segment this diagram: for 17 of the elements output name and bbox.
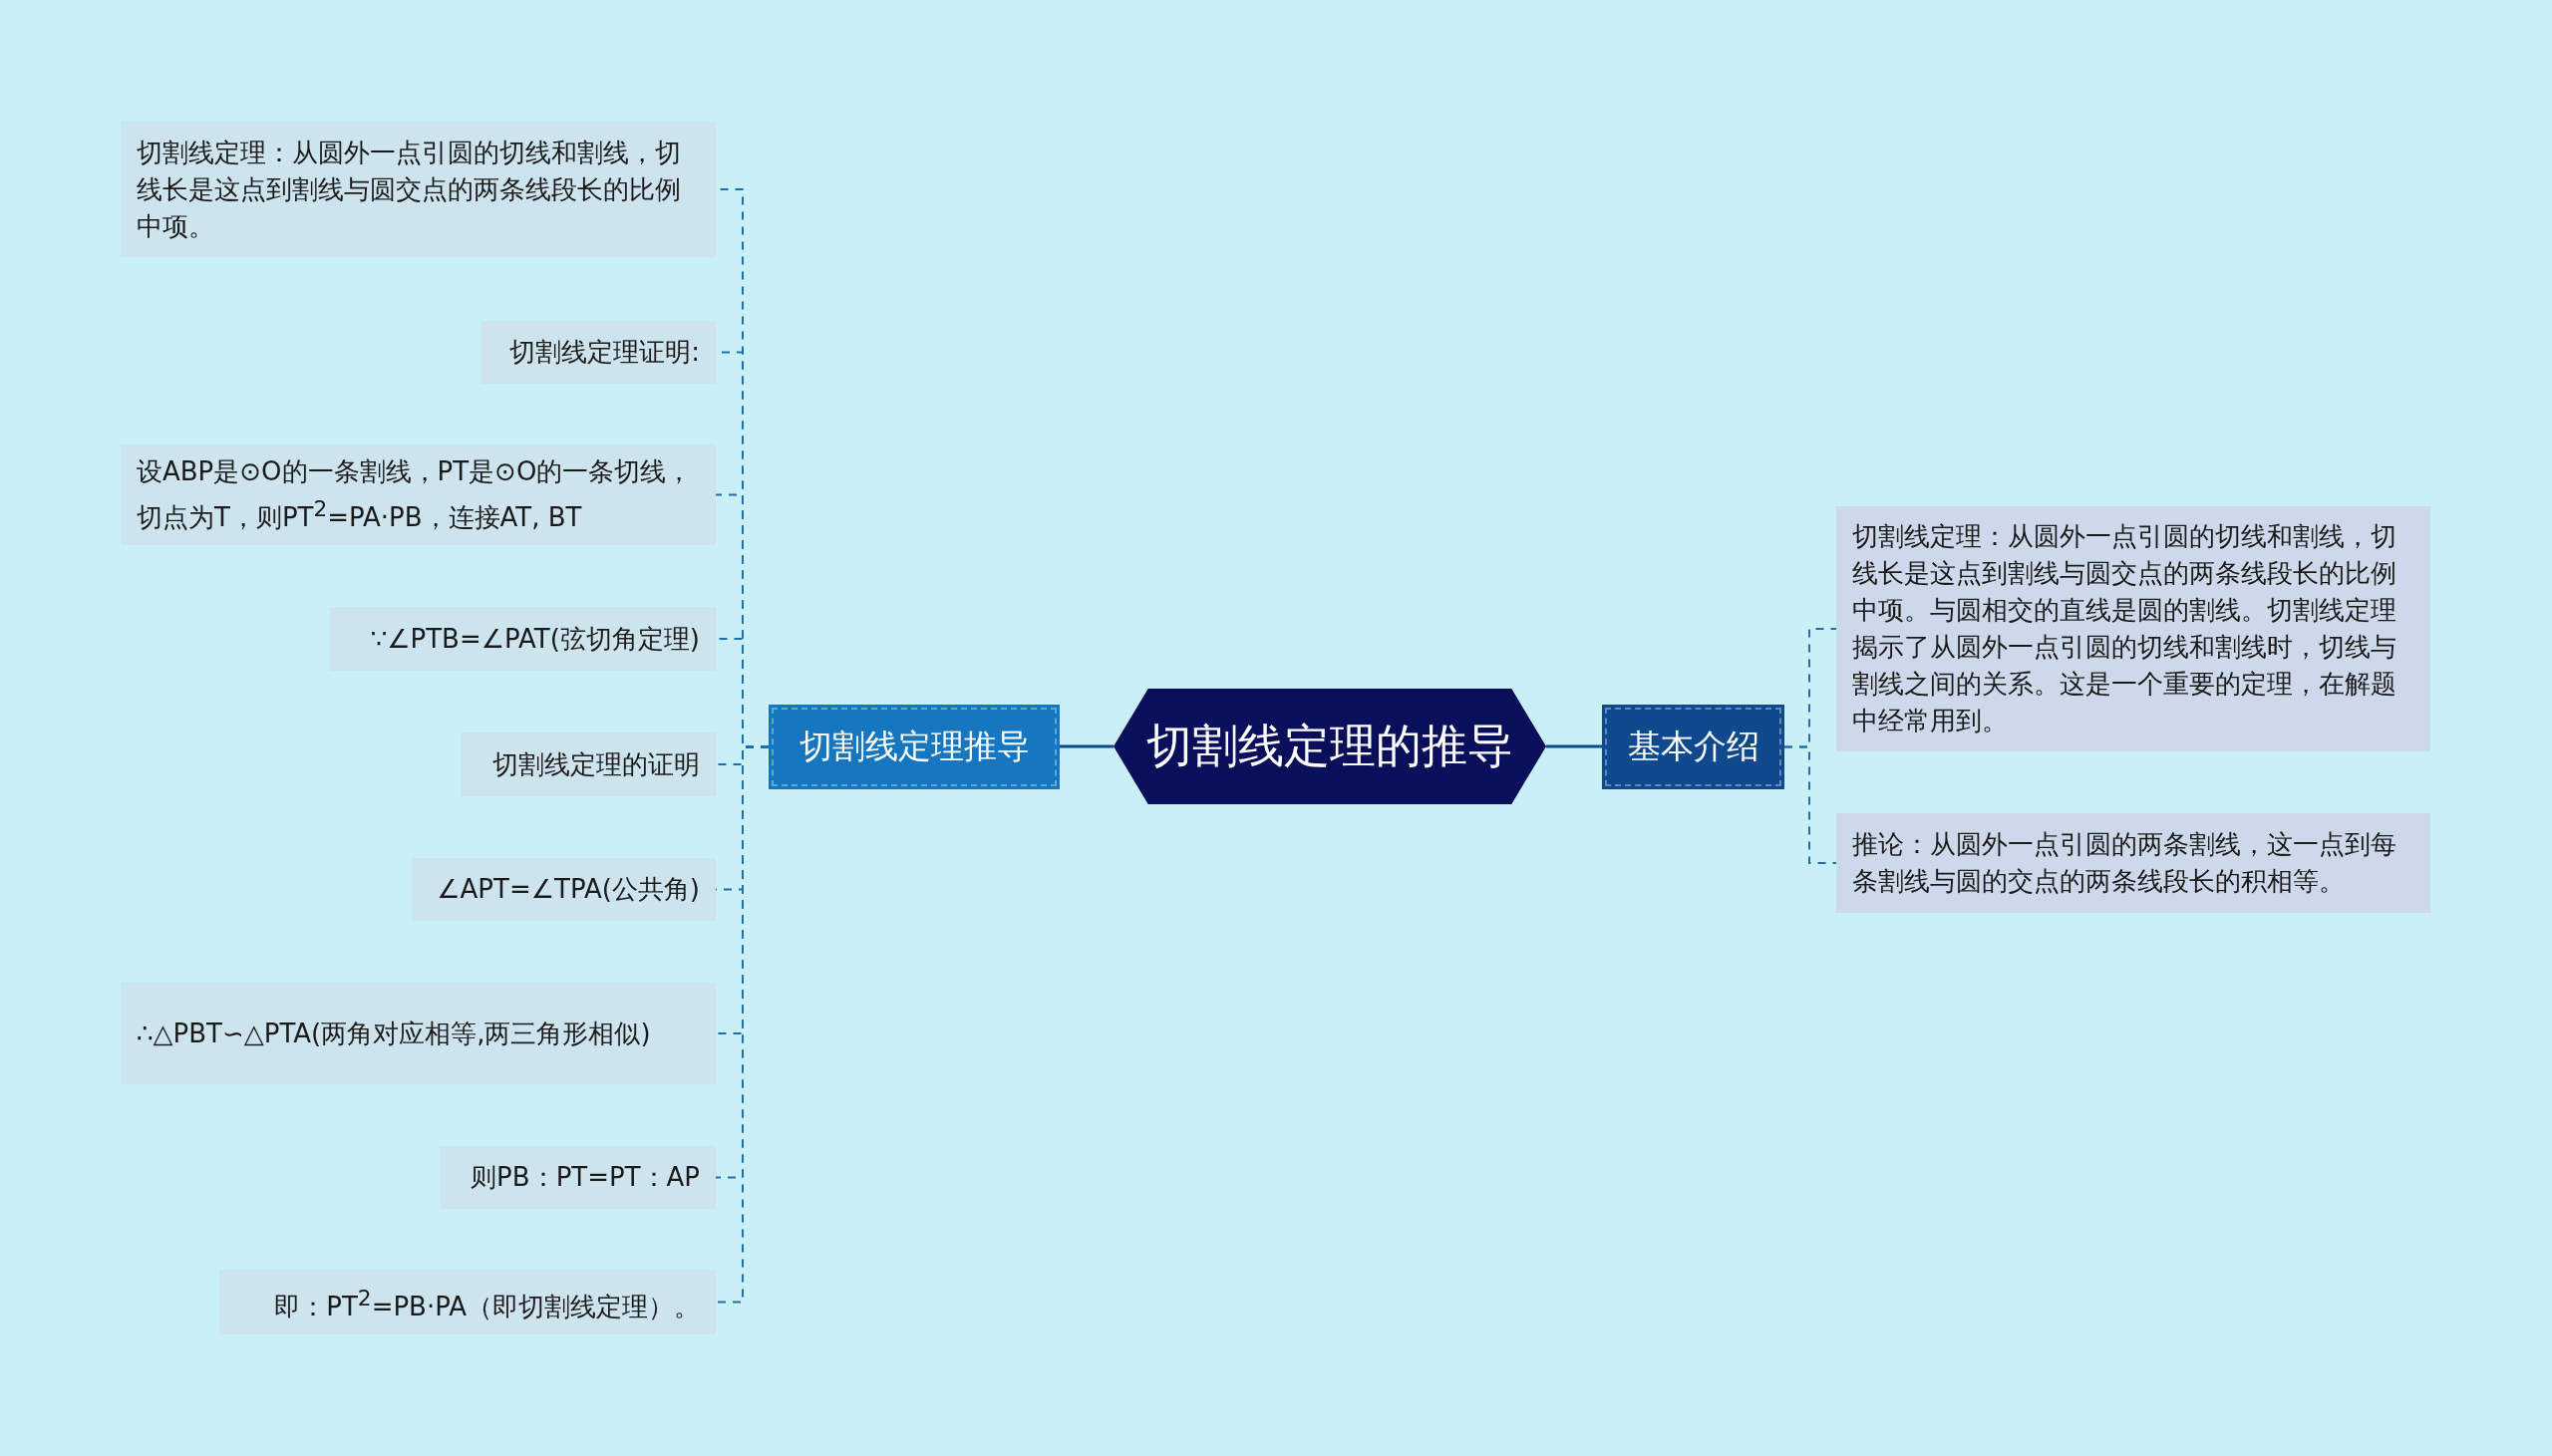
note-box: 则PB：PT=PT：AP	[440, 1146, 716, 1209]
note-box: ∴△PBT∽△PTA(两角对应相等,两三角形相似)	[121, 983, 716, 1084]
note-box: 切割线定理：从圆外一点引圆的切线和割线，切线长是这点到割线与圆交点的两条线段长的比例中项。	[121, 122, 716, 257]
note-box: 即：PT$^{2}$=PB·PA（即切割线定理）。	[219, 1270, 716, 1334]
note-box: 推论：从圆外一点引圆的两条割线，这一点到每条割线与圆的交点的两条线段长的积相等。	[1836, 813, 2430, 913]
connector	[1783, 745, 1837, 864]
topic-box: 基本介绍	[1602, 705, 1784, 789]
note-box: 切割线定理的证明	[461, 732, 716, 796]
connector	[1060, 744, 1114, 748]
note-box: ∵∠PTB=∠PAT(弦切角定理)	[330, 607, 716, 671]
connector	[1546, 744, 1602, 748]
note-box: 切割线定理证明:	[481, 321, 716, 384]
topic-box: 切割线定理推导	[769, 705, 1060, 789]
note-box: 切割线定理：从圆外一点引圆的切线和割线，切线长是这点到割线与圆交点的两条线段长的比例中项。与圆相交的直线是圆的割线。切割线定理揭示了从圆外一点引圆的切线和割线时，切线与割线之间的关系。这是一个重要的定理，在解题中经常用到。	[1836, 506, 2430, 751]
central-topic: 切割线定理的推导	[1114, 689, 1546, 804]
note-box: 设ABP是⊙O的一条割线，PT是⊙O的一条切线，切点为T，则PT$^{2}$=PA·PB，连接AT, BT	[121, 444, 716, 545]
note-box: ∠APT=∠TPA(公共角)	[412, 858, 716, 921]
